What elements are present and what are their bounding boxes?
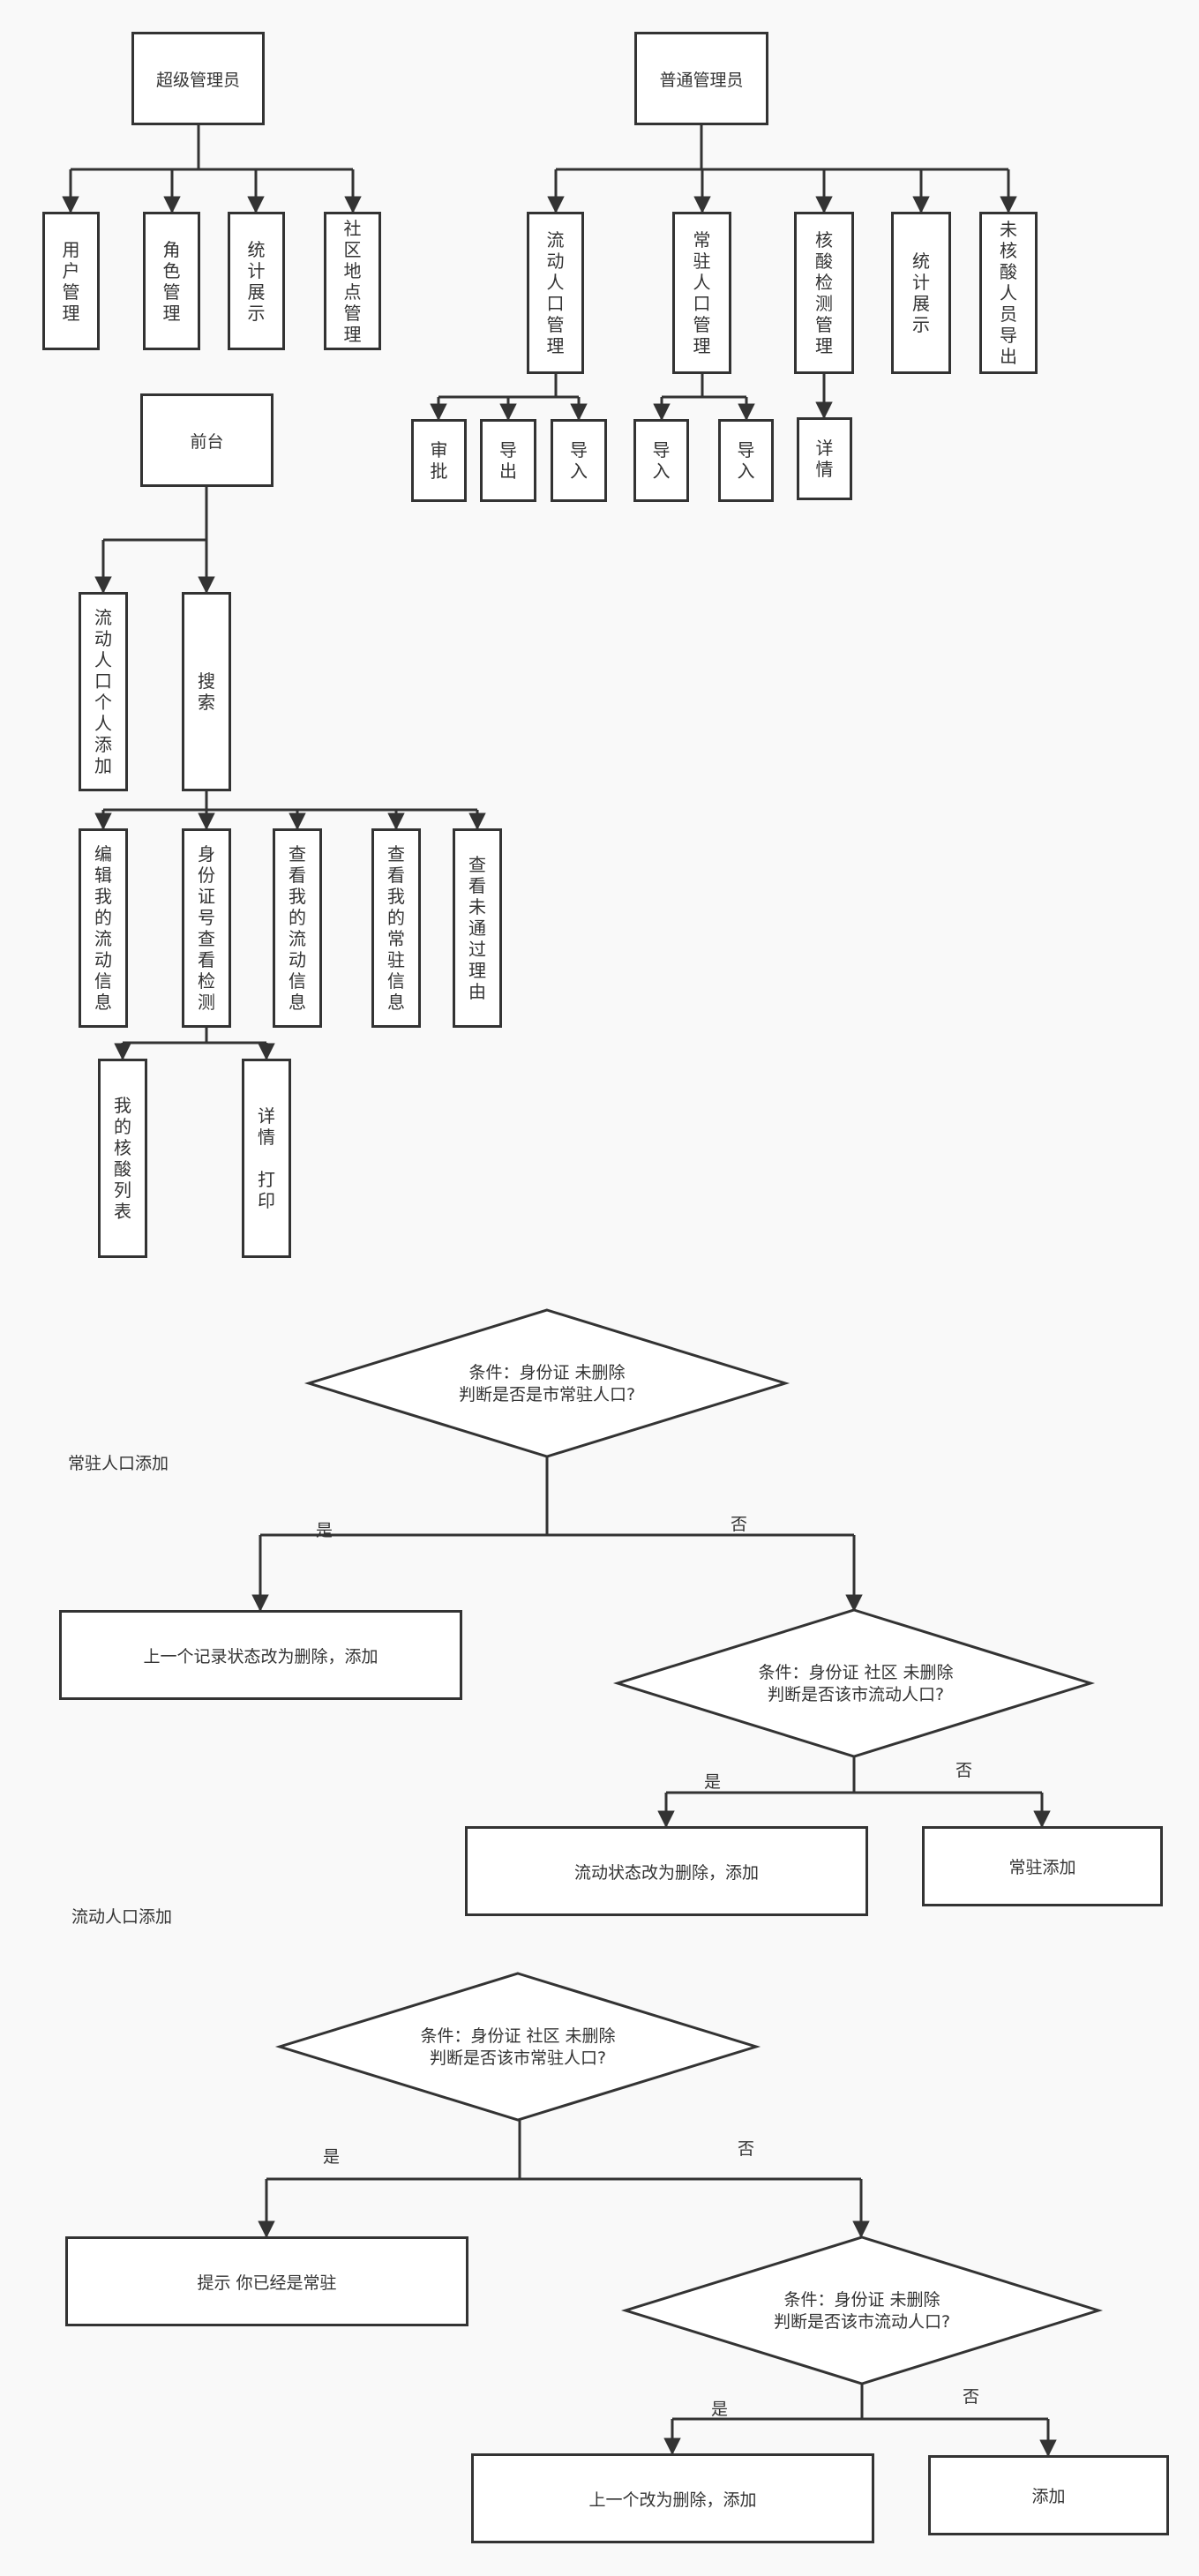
- floating-no2-label: 否: [963, 2387, 980, 2407]
- untested-personnel-export-label: 未核酸人员导出: [1000, 219, 1017, 367]
- floating-action-yes2-label: 上一个改为删除，添加: [588, 2490, 757, 2510]
- nucleic-test-management-node: 核酸检测管理: [794, 212, 854, 374]
- approve-label: 审批: [430, 439, 448, 482]
- edit-my-floating-info-label: 编辑我的流动信息: [94, 843, 112, 1013]
- resident-decision2-text: 条件：身份证 社区 未删除 判断是否该市流动人口?: [758, 1663, 954, 1704]
- normal-admin-label: 普通管理员: [659, 70, 744, 90]
- floating-personal-add-node: 流动人口个人添加: [79, 592, 128, 791]
- view-rejection-reason-label: 查看未通过理由: [468, 854, 486, 1002]
- floating-add-title: 流动人口添加: [71, 1907, 173, 1927]
- floating-decision2-diamond: [620, 2235, 1104, 2385]
- untested-personnel-export-node: 未核酸人员导出: [979, 212, 1038, 374]
- details-print-node: 详情 打印: [242, 1059, 291, 1258]
- search-node: 搜索: [182, 592, 231, 791]
- details-print-label: 详情 打印: [258, 1105, 275, 1211]
- my-nucleic-list-node: 我的核酸列表: [98, 1059, 147, 1258]
- floating-decision1-text: 条件：身份证 社区 未删除 判断是否该市常驻人口?: [420, 2026, 616, 2068]
- resident-population-management-node: 常驻人口管理: [672, 212, 731, 374]
- frontend-label: 前台: [190, 431, 224, 452]
- resident-action-yes2-box: 流动状态改为删除，添加: [465, 1826, 868, 1916]
- view-my-floating-info-node: 查看我的流动信息: [273, 828, 322, 1028]
- search-label: 搜索: [198, 670, 215, 713]
- floating-yes2-label: 是: [711, 2400, 729, 2419]
- normal-statistics-display-node: 统计展示: [891, 212, 951, 374]
- approve-node: 审批: [411, 419, 467, 502]
- resident-action-yes2-label: 流动状态改为删除，添加: [573, 1862, 759, 1883]
- my-nucleic-list-label: 我的核酸列表: [114, 1095, 131, 1222]
- nucleic-test-management-label: 核酸检测管理: [815, 229, 833, 356]
- view-my-resident-info-node: 查看我的常驻信息: [371, 828, 421, 1028]
- id-card-check-test-node: 身份证号查看检测: [182, 828, 231, 1028]
- normal-admin-node: 普通管理员: [634, 32, 768, 125]
- floating-yes1-label: 是: [323, 2147, 341, 2167]
- resident-yes2-label: 是: [704, 1772, 722, 1792]
- resident-decision2-diamond: [612, 1608, 1096, 1758]
- floating-action-no2-label: 添加: [1031, 2487, 1066, 2506]
- frontend-node: 前台: [140, 393, 274, 487]
- resident-action-no2-label: 常驻添加: [1008, 1858, 1076, 1877]
- view-my-resident-info-label: 查看我的常驻信息: [387, 843, 405, 1013]
- super-admin-node: 超级管理员: [131, 32, 265, 125]
- resident-yes1-label: 是: [316, 1521, 333, 1540]
- resident-import-label-2: 导入: [737, 439, 755, 482]
- normal-statistics-display-label: 统计展示: [912, 251, 930, 335]
- floating-personal-add-label: 流动人口个人添加: [94, 607, 112, 776]
- resident-import-node-1: 导入: [633, 419, 689, 502]
- resident-action-yes1-box: 上一个记录状态改为删除，添加: [59, 1610, 462, 1700]
- resident-no1-label: 否: [731, 1515, 748, 1534]
- floating-decision1-diamond: [274, 1972, 761, 2122]
- resident-decision1-text: 条件：身份证 未删除 判断是否是市常驻人口?: [458, 1363, 636, 1404]
- super-admin-label: 超级管理员: [155, 70, 240, 90]
- resident-import-label-1: 导入: [652, 439, 671, 482]
- resident-action-no2-box: 常驻添加: [922, 1826, 1163, 1906]
- floating-population-management-label: 流动人口管理: [546, 229, 565, 356]
- view-my-floating-info-label: 查看我的流动信息: [289, 843, 306, 1013]
- floating-no1-label: 否: [738, 2139, 755, 2159]
- resident-action-yes1-label: 上一个记录状态改为删除，添加: [143, 1646, 378, 1666]
- resident-no2-label: 否: [955, 1761, 973, 1780]
- user-management-label: 用户管理: [62, 238, 80, 324]
- edit-my-floating-info-node: 编辑我的流动信息: [79, 828, 128, 1028]
- resident-import-node-2: 导入: [718, 419, 774, 502]
- view-rejection-reason-node: 查看未通过理由: [453, 828, 502, 1028]
- nucleic-details-label: 详情: [815, 438, 834, 480]
- resident-population-management-label: 常驻人口管理: [693, 229, 711, 356]
- resident-add-title: 常驻人口添加: [68, 1454, 169, 1473]
- statistics-display-node: 统计展示: [228, 212, 285, 350]
- role-management-label: 角色管理: [162, 238, 181, 324]
- community-location-management-node: 社区地点管理: [324, 212, 381, 350]
- statistics-display-label: 统计展示: [247, 238, 266, 324]
- role-management-node: 角色管理: [143, 212, 200, 350]
- floating-import-node: 导入: [551, 419, 607, 502]
- floating-action-no2-box: 添加: [928, 2455, 1169, 2535]
- floating-export-label: 导出: [499, 439, 517, 482]
- id-card-check-test-label: 身份证号查看检测: [198, 843, 215, 1013]
- floating-action-yes1-box: 提示 你已经是常驻: [65, 2236, 468, 2326]
- floating-import-label: 导入: [570, 439, 588, 482]
- nucleic-details-node: 详情: [797, 417, 852, 500]
- floating-export-node: 导出: [480, 419, 536, 502]
- floating-action-yes1-label: 提示 你已经是常驻: [197, 2273, 337, 2293]
- floating-decision2-text: 条件：身份证 未删除 判断是否该市流动人口?: [773, 2290, 951, 2332]
- floating-population-management-node: 流动人口管理: [527, 212, 584, 374]
- community-location-management-label: 社区地点管理: [343, 217, 362, 345]
- floating-action-yes2-box: 上一个改为删除，添加: [471, 2453, 874, 2543]
- resident-decision1-diamond: [303, 1308, 791, 1458]
- user-management-node: 用户管理: [42, 212, 100, 350]
